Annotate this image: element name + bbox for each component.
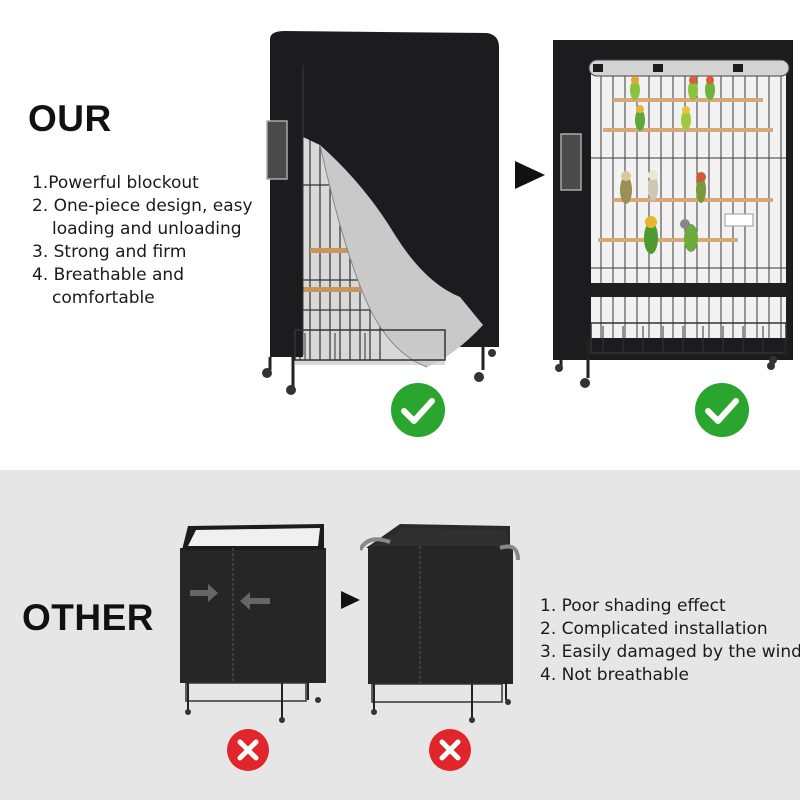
bird-icon [620, 171, 632, 204]
wheel-icon [488, 349, 496, 357]
our-feature-3: 3. Strong and firm [32, 241, 253, 264]
wheel-icon [580, 378, 590, 388]
feature-text: 1.Powerful blockout [32, 173, 199, 193]
feature-text: 4. Breathable and [32, 265, 184, 285]
other-drawback-list: 1. Poor shading effect 2. Complicated in… [540, 595, 800, 687]
our-feature-4: 4. Breathable and comfortable [32, 264, 253, 310]
wheel-icon [767, 362, 775, 370]
black-cover [180, 548, 326, 683]
wheel-icon [505, 699, 511, 705]
bird-icon [680, 219, 698, 252]
bird-icon [696, 172, 706, 203]
wheel-icon [262, 368, 272, 378]
cross-icon [429, 729, 471, 771]
wheel-icon [315, 697, 321, 703]
bird-icon [681, 106, 691, 130]
wheel-icon [286, 385, 296, 395]
other-section: OTHER [0, 470, 800, 800]
feature-text-cont: loading and unloading [52, 219, 242, 239]
drawback-3: 3. Easily damaged by the wind [540, 641, 800, 664]
check-icon [695, 383, 749, 437]
other-cover-image [180, 524, 326, 723]
cross-icon [227, 729, 269, 771]
wheel-icon [279, 717, 285, 723]
play-arrow-icon [341, 591, 360, 609]
bird-icon [630, 76, 640, 100]
bird-icon [705, 76, 715, 100]
bird-icon [648, 170, 658, 201]
feature-text-cont: comfortable [52, 288, 155, 308]
drawback-text: 1. Poor shading effect [540, 596, 726, 616]
covered-cage-image [262, 31, 499, 395]
bird-icon [688, 76, 698, 100]
drawback-text: 2. Complicated installation [540, 619, 768, 639]
wheel-icon [469, 717, 475, 723]
open-cage-image [553, 40, 793, 388]
silver-lining [320, 145, 483, 367]
black-cover [368, 546, 513, 684]
drawback-1: 1. Poor shading effect [540, 595, 800, 618]
check-icon [391, 383, 445, 437]
wheel-icon [371, 709, 377, 715]
other-heading: OTHER [22, 597, 154, 638]
wheel-icon [555, 364, 563, 372]
wheel-icon [185, 709, 191, 715]
our-feature-1: 1.Powerful blockout [32, 172, 253, 195]
play-arrow-icon [515, 161, 545, 189]
bird-icon [635, 105, 645, 131]
drawback-4: 4. Not breathable [540, 664, 800, 687]
drawback-text: 4. Not breathable [540, 665, 689, 685]
wheel-icon [474, 372, 484, 382]
our-feature-list: 1.Powerful blockout 2. One-piece design,… [32, 172, 253, 310]
arrow-icon [208, 584, 218, 602]
bird-icon [644, 216, 658, 254]
feature-text: 2. One-piece design, easy [32, 196, 253, 216]
our-feature-2: 2. One-piece design, easy loading and unl… [32, 195, 253, 241]
drawback-2: 2. Complicated installation [540, 618, 800, 641]
arrow-icon [240, 592, 250, 610]
our-heading: OUR [28, 98, 112, 139]
feature-text: 3. Strong and firm [32, 242, 187, 262]
drawback-text: 3. Easily damaged by the wind [540, 642, 800, 662]
our-section: OUR 1.Powerful blockout 2. One-piece des… [28, 31, 793, 437]
black-cover [270, 31, 499, 357]
other-cover-image [360, 524, 520, 723]
